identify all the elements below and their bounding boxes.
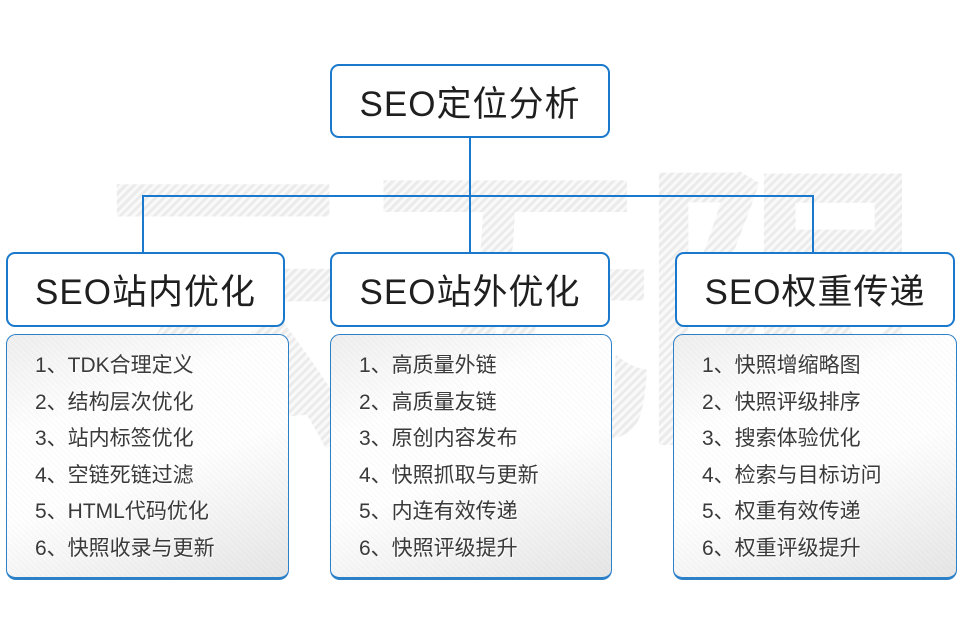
branch-node-weight: SEO权重传递 (675, 252, 955, 327)
list-item: 2、结构层次优化 (35, 390, 194, 414)
list-item: 4、空链死链过滤 (35, 463, 194, 487)
offsite-items-card: 1、高质量外链 2、高质量友链 3、原创内容发布 4、快照抓取与更新 5、内连有… (330, 334, 612, 580)
offsite-items-list: 1、高质量外链 2、高质量友链 3、原创内容发布 4、快照抓取与更新 5、内连有… (359, 348, 603, 567)
connector-middle-drop (469, 195, 471, 253)
list-item: 4、检索与目标访问 (702, 463, 882, 487)
list-item: 5、权重有效传递 (702, 500, 861, 523)
list-item: 3、原创内容发布 (359, 427, 518, 450)
connector-left-drop (142, 195, 144, 253)
list-item: 2、快照评级排序 (702, 390, 861, 414)
branch-node-title: SEO权重传递 (704, 273, 926, 312)
connector-root-vertical (469, 138, 471, 196)
list-item: 1、快照增缩略图 (702, 354, 861, 377)
root-node-title: SEO定位分析 (359, 84, 581, 124)
branch-node-title: SEO站外优化 (359, 273, 581, 312)
list-item: 5、HTML代码优化 (35, 500, 209, 523)
branch-node-offsite: SEO站外优化 (330, 252, 610, 327)
list-item: 1、高质量外链 (359, 354, 497, 377)
onsite-items-card: 1、TDK合理定义 2、结构层次优化 3、站内标签优化 4、空链死链过滤 5、H… (6, 334, 289, 580)
list-item: 5、内连有效传递 (359, 500, 518, 523)
connector-branch-horizontal (142, 195, 814, 197)
branch-node-title: SEO站内优化 (35, 273, 256, 312)
list-item: 1、TDK合理定义 (35, 354, 194, 377)
list-item: 3、搜索体验优化 (702, 427, 861, 450)
onsite-items-list: 1、TDK合理定义 2、结构层次优化 3、站内标签优化 4、空链死链过滤 5、H… (35, 348, 280, 567)
list-item: 4、快照抓取与更新 (359, 463, 539, 487)
weight-items-list: 1、快照增缩略图 2、快照评级排序 3、搜索体验优化 4、检索与目标访问 5、权… (702, 348, 948, 567)
list-item: 6、快照评级提升 (359, 536, 518, 560)
list-item: 6、快照收录与更新 (35, 536, 215, 560)
weight-items-card: 1、快照增缩略图 2、快照评级排序 3、搜索体验优化 4、检索与目标访问 5、权… (673, 334, 957, 580)
root-node-seo-positioning: SEO定位分析 (330, 64, 610, 138)
list-item: 3、站内标签优化 (35, 427, 194, 450)
list-item: 6、权重评级提升 (702, 536, 861, 560)
list-item: 2、高质量友链 (359, 390, 497, 414)
branch-node-onsite: SEO站内优化 (6, 252, 285, 327)
connector-right-drop (812, 195, 814, 253)
